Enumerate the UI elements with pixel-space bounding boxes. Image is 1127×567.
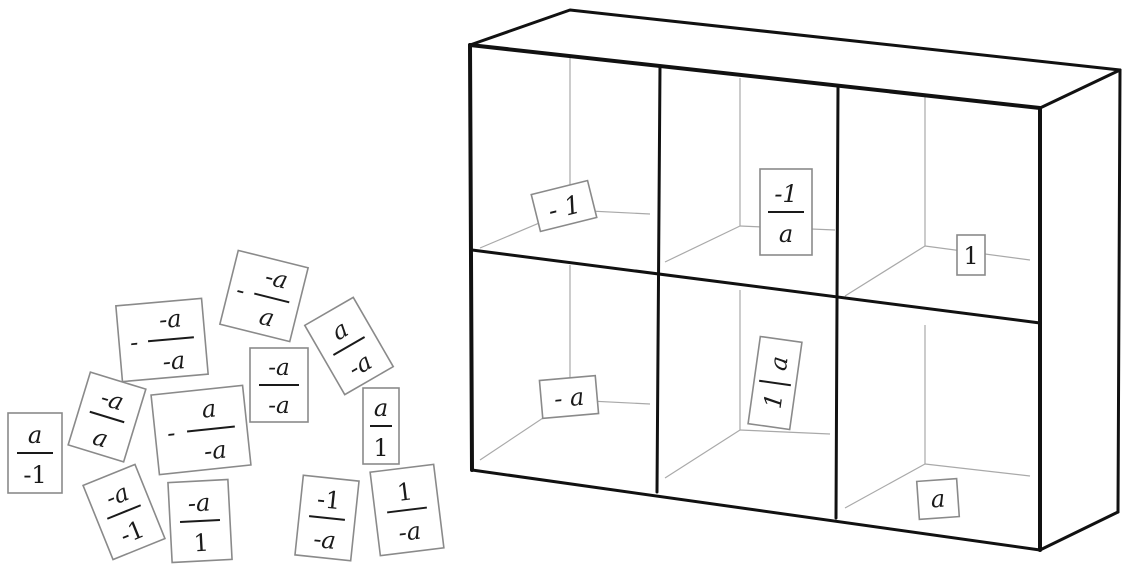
loose-card-2-numerator: -a: [158, 304, 183, 334]
loose-card-11[interactable]: -1 -a: [295, 475, 359, 560]
shelf-card-3[interactable]: 1: [957, 235, 985, 275]
shelf-card-2-denominator: a: [779, 220, 793, 248]
shelf-card-4-label: - a: [553, 383, 585, 414]
loose-card-2[interactable]: - -a -a: [116, 298, 208, 381]
loose-card-8-numerator: a: [28, 421, 42, 449]
loose-card-2-denominator: -a: [161, 346, 186, 376]
shelf-card-3-label: 1: [963, 242, 978, 270]
loose-card-6-denominator: -a: [203, 436, 228, 466]
loose-card-12-denominator: -a: [397, 517, 423, 548]
loose-card-4-denominator: -a: [268, 393, 289, 419]
loose-card-4[interactable]: -a -a: [250, 348, 308, 422]
shelf-card-6-label: a: [930, 485, 946, 514]
shelf-card-2-numerator: -1: [774, 180, 797, 208]
shelf-unit: [470, 10, 1120, 550]
shelf-card-2[interactable]: -1 a: [760, 169, 812, 255]
loose-card-8-denominator: -1: [23, 461, 46, 489]
loose-card-8[interactable]: a -1: [8, 413, 62, 493]
loose-card-6-numerator: a: [200, 394, 217, 423]
shelf-card-1[interactable]: - 1: [531, 181, 596, 232]
loose-card-3[interactable]: a -a: [305, 297, 393, 394]
loose-card-5[interactable]: -a a: [68, 372, 146, 462]
loose-card-10[interactable]: -a 1: [168, 479, 232, 562]
loose-card-7-denominator: 1: [373, 434, 388, 462]
loose-card-4-numerator: -a: [268, 355, 289, 381]
shelf-card-5[interactable]: 1 a: [748, 337, 802, 430]
loose-card-12[interactable]: 1 -a: [370, 464, 444, 555]
shelf-card-6[interactable]: a: [917, 479, 960, 520]
loose-card-1[interactable]: - -a a: [220, 250, 308, 341]
loose-card-6[interactable]: - a -a: [151, 385, 251, 474]
shelf-card-4[interactable]: - a: [539, 376, 598, 419]
loose-card-10-denominator: 1: [193, 529, 210, 558]
loose-card-11-numerator: -1: [316, 485, 342, 515]
loose-card-10-numerator: -a: [187, 488, 211, 517]
shelf-back-lines: [480, 58, 1030, 508]
loose-card-11-denominator: -a: [312, 525, 337, 555]
loose-card-7-numerator: a: [374, 394, 388, 422]
loose-card-7[interactable]: a 1: [363, 388, 399, 464]
loose-card-9[interactable]: -a -1: [83, 464, 165, 559]
